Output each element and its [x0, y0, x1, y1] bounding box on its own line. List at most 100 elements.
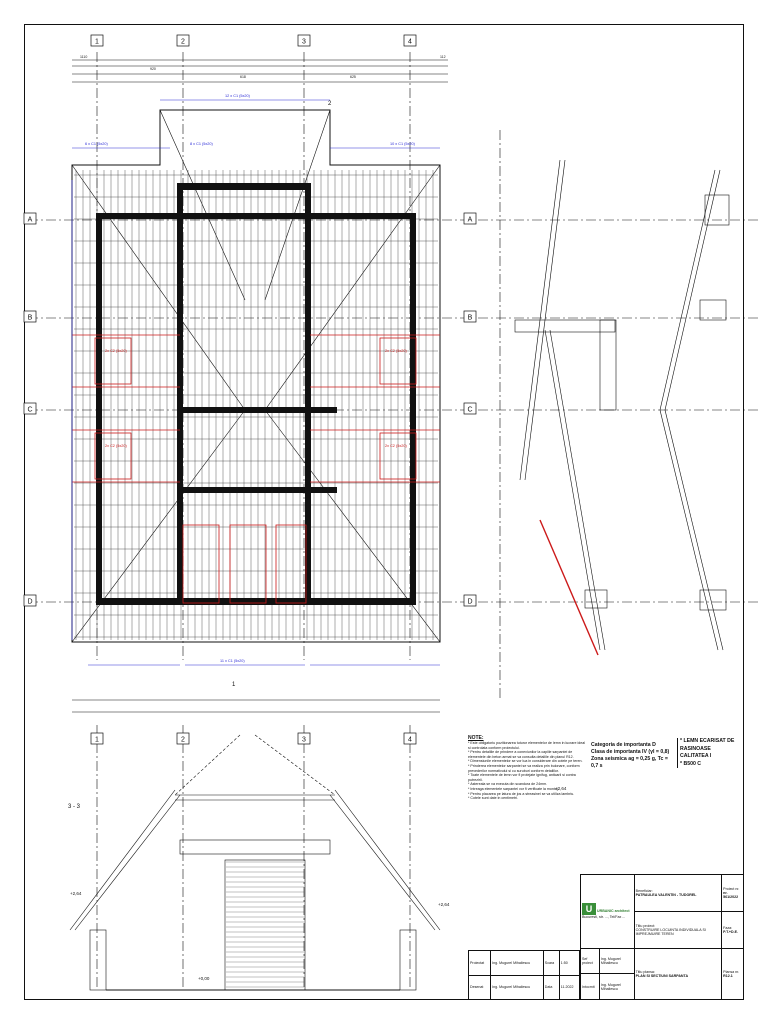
elevation-mark: +0,00	[198, 976, 210, 981]
titlu-proiect-label: Titlu proiect:	[635, 923, 656, 928]
member-label: 6 x C1 (5x20)	[85, 142, 109, 146]
grid-bubble-C-label: C	[467, 407, 472, 414]
wood-line: * LEMN ECARISAT DE RASINOASE	[680, 738, 735, 752]
grid-bubble-2-label: 2	[181, 39, 185, 46]
section-label: 1	[232, 682, 236, 688]
role-cell: Sef proiect	[580, 947, 600, 975]
company-logo: U	[582, 903, 596, 916]
grid-bubble-1	[90, 34, 104, 47]
grid-bubble-1-label: 1	[95, 737, 99, 744]
grid-bubble-B-label: B	[468, 315, 473, 322]
grid-bubble-C-label: C	[27, 407, 32, 414]
name-cell: Ing. Mugurel Mihailescu	[598, 947, 635, 975]
grid-bubble-C	[23, 402, 37, 415]
notes-body: * Este obligatoriu pozitionarea tuturor …	[468, 741, 586, 801]
grid-bubble-D	[23, 594, 37, 607]
beneficiar-cell: Beneficiar:PATRAULEA VALENTIN - TUDOREL	[633, 874, 723, 912]
data-label: Data	[542, 974, 560, 1000]
grid-bubble-1-label: 1	[95, 39, 99, 46]
titlu-proiect-value: CONSTRUIRE LOCUINTA INDIVIDUALA SI IMPRE…	[635, 927, 706, 936]
title-block: U URBANIC architect Bucuresti, str. ...,…	[580, 874, 744, 1001]
data-value: 11.2022	[558, 974, 581, 1000]
grid-bubble-4-label: 4	[408, 737, 412, 744]
grid-bubble-A	[463, 212, 477, 225]
proiect-label: Proiect nr.	[723, 886, 740, 891]
section-label: 2	[328, 101, 332, 107]
company-cell: U URBANIC architect Bucuresti, str. ...,…	[580, 874, 635, 949]
grid-bubble-C	[463, 402, 477, 415]
grid-bubble-4-label: 4	[408, 39, 412, 46]
elevation-mark: +2,64	[70, 891, 82, 896]
name-cell: Ing. Mugurel Mihailescu	[598, 973, 635, 1000]
grid-bubble-3	[297, 34, 311, 47]
faza-label: Faza:	[723, 925, 733, 930]
grid-bubble-B-label: B	[28, 315, 33, 322]
wood-line: CALITATEA I	[680, 753, 712, 759]
plansa-value: R12.1	[723, 973, 733, 978]
dimension-value: 920	[150, 67, 156, 71]
role-cell: Intocmit	[580, 973, 600, 1000]
grid-bubble-2	[176, 34, 190, 47]
wood-line: * B500 C	[680, 760, 702, 767]
grid-bubble-3-label: 3	[302, 737, 306, 744]
faza-cell: Faza:P.T.+D.E.	[721, 910, 744, 949]
company-name: URBANIC architect	[597, 909, 630, 914]
category-line: Categoria de importanta D	[591, 742, 656, 748]
scara-label: Scara	[542, 950, 560, 976]
proiect-cell: Proiect nr.nr. 561/2022	[721, 874, 744, 912]
grid-bubble-D-label: D	[27, 599, 32, 606]
elevation-mark: +2,64	[438, 902, 450, 907]
role-cell: Proiectat	[467, 950, 492, 976]
sheet-frame	[24, 24, 744, 1000]
titlu-plansa-cell: Titlu plansa:PLAN SI SECTIUNI SARPANTA	[633, 947, 723, 1001]
member-label: 12 x C1 (5x20)	[225, 94, 251, 98]
category-line: Zona seismica ag = 0,25 g, Tc = 0,7 s	[591, 756, 668, 769]
grid-bubble-B	[23, 310, 37, 323]
member-label: 2x C2 (5x20)	[105, 444, 127, 448]
grid-bubble-A-label: A	[468, 217, 473, 224]
dimension-value: 625	[350, 75, 356, 79]
member-label: 10 x C1 (5x20)	[390, 142, 416, 146]
grid-bubble-3-label: 3	[302, 39, 306, 46]
grid-bubble-D	[463, 594, 477, 607]
titlu-plansa-value: PLAN SI SECTIUNI SARPANTA	[635, 973, 689, 978]
grid-bubble-4	[403, 732, 417, 745]
section-mark: 3 - 3	[68, 804, 81, 810]
grid-bubble-2-label: 2	[181, 737, 185, 744]
scara-value: 1:50	[558, 950, 581, 976]
member-label: 8 x C1 (5x20)	[190, 142, 214, 146]
notes-title: NOTE:	[468, 735, 484, 741]
member-label: 11 x C1 (5x20)	[220, 659, 245, 663]
grid-bubble-2	[176, 732, 190, 745]
role-cell: Desenat	[467, 974, 492, 1000]
grid-bubble-3	[297, 732, 311, 745]
titlu-proiect-cell: Titlu proiect:CONSTRUIRE LOCUINTA INDIVI…	[633, 910, 723, 949]
importance-category: Categoria de importanta D Clasa de impor…	[591, 742, 671, 770]
member-label: 2x C2 (5x20)	[385, 444, 407, 448]
dimension-value: 618	[240, 75, 246, 79]
grid-bubble-1	[90, 732, 104, 745]
plansa-cell: Plansa nr.R12.1	[721, 947, 744, 1001]
grid-bubble-A	[23, 212, 37, 225]
grid-bubble-D-label: D	[467, 599, 472, 606]
dimension-value: 112	[440, 55, 446, 59]
dimension-value: 1110	[80, 55, 87, 59]
member-label: 2x C2 (5x20)	[105, 349, 127, 353]
grid-bubble-A-label: A	[28, 217, 33, 224]
grid-bubble-4	[403, 34, 417, 47]
faza-value: P.T.+D.E.	[723, 929, 738, 934]
beneficiar-value: PATRAULEA VALENTIN - TUDOREL	[635, 892, 697, 897]
elevation-mark: +2,64	[555, 786, 567, 791]
grid-bubble-B	[463, 310, 477, 323]
wood-specification: * LEMN ECARISAT DE RASINOASE CALITATEA I…	[677, 738, 748, 768]
titlu-plansa-label: Titlu plansa:	[635, 969, 655, 974]
name-cell: Ing. Mugurel Mihailescu	[490, 974, 544, 1000]
beneficiar-label: Beneficiar:	[635, 888, 653, 893]
member-label: 2x C2 (5x20)	[385, 349, 407, 353]
name-cell: Ing. Mugurel Mihailescu	[490, 950, 544, 976]
plansa-label: Plansa nr.	[723, 969, 740, 974]
category-line: Clasa de importanta IV (γI = 0,8)	[591, 749, 670, 755]
